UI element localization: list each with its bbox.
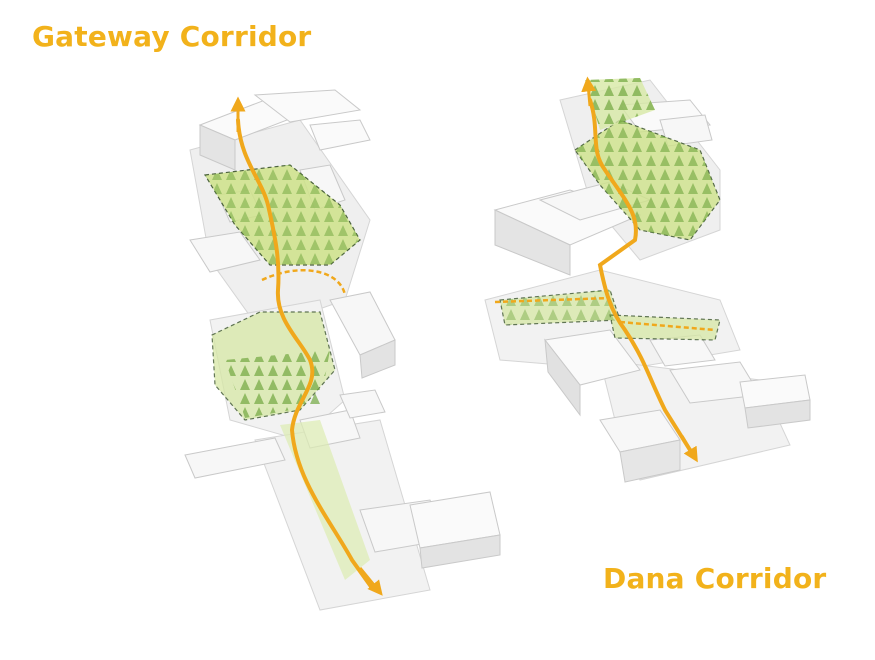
dana-side-path (494, 296, 611, 304)
gateway-loop-path (261, 268, 347, 296)
dana-corridor-title: Dana Corridor (603, 562, 827, 595)
dana-corridor (484, 76, 811, 483)
dana-green-areas (499, 78, 721, 341)
dana-arrow-south (680, 435, 698, 463)
gateway-green-areas (204, 164, 370, 580)
dana-main-path (588, 98, 692, 452)
gateway-arrow-south (358, 567, 383, 596)
gateway-corridor-title: Gateway Corridor (32, 20, 312, 53)
gateway-main-path (236, 118, 374, 590)
gateway-corridor (184, 89, 501, 611)
dana-arrow-north (581, 76, 597, 107)
